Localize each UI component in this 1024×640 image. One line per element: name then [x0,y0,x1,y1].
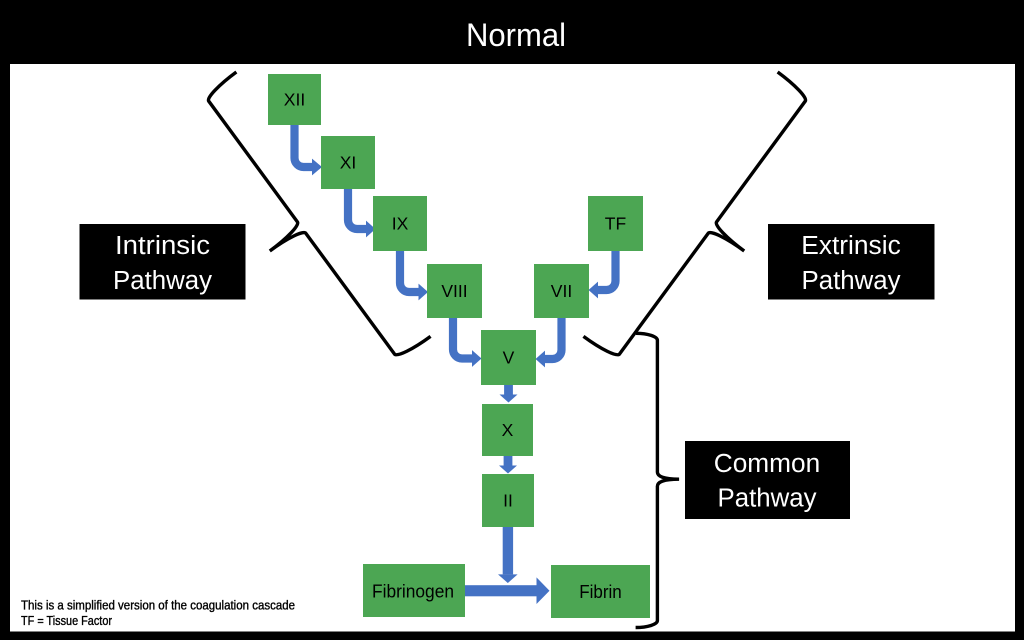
svg-text:IX: IX [392,214,409,234]
svg-text:TF = Tissue Factor: TF = Tissue Factor [21,614,112,628]
svg-text:Fibrinogen: Fibrinogen [372,582,454,602]
svg-text:VIII: VIII [441,281,467,301]
svg-text:TF: TF [605,214,626,234]
svg-text:Intrinsic: Intrinsic [115,232,210,260]
svg-text:X: X [502,420,514,440]
svg-text:VII: VII [551,281,572,301]
svg-text:Normal: Normal [466,17,566,53]
svg-text:This is a simplified version o: This is a simplified version of the coag… [21,599,295,613]
svg-text:Pathway: Pathway [802,267,901,295]
svg-text:Fibrin: Fibrin [579,582,622,602]
svg-text:Pathway: Pathway [718,485,817,513]
svg-text:II: II [503,491,513,511]
svg-text:XII: XII [284,90,305,110]
svg-text:Common: Common [714,450,821,478]
svg-text:Pathway: Pathway [113,267,212,295]
svg-text:V: V [503,348,515,368]
svg-text:XI: XI [340,153,357,173]
svg-text:Extrinsic: Extrinsic [801,232,901,260]
